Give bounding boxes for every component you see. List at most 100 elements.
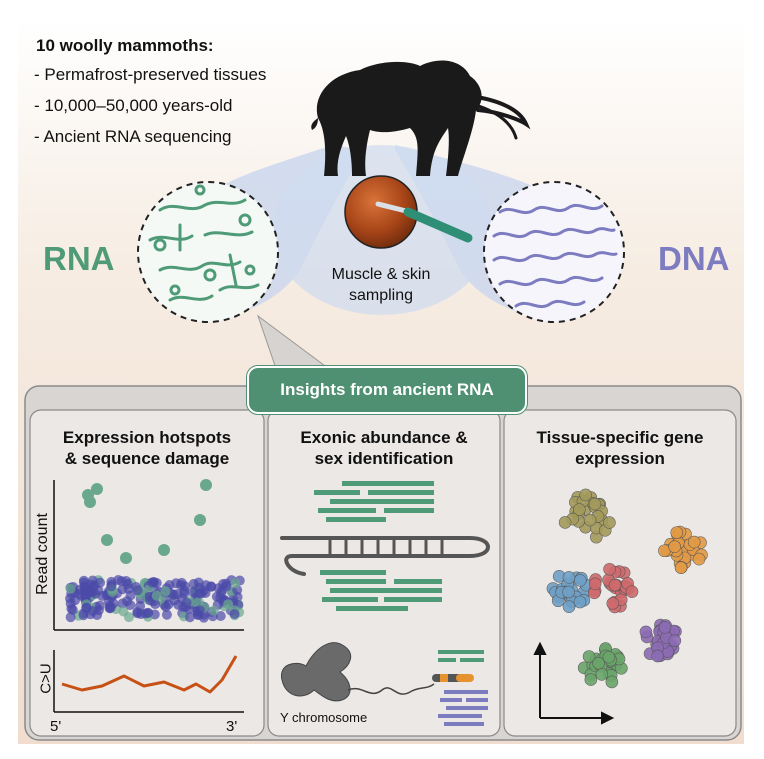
cluster-dot xyxy=(558,516,572,529)
panel-mid-title: Exonic abundance & sex identification xyxy=(268,427,500,469)
dna-label: DNA xyxy=(658,240,730,277)
panel-right-title-1: Tissue-specific gene xyxy=(536,428,704,447)
cluster-dot xyxy=(583,513,597,527)
cluster-dot xyxy=(562,571,576,584)
read-dot xyxy=(65,612,76,623)
cluster-dot xyxy=(606,597,620,610)
cluster-dot xyxy=(692,552,706,566)
read-dot xyxy=(132,608,143,619)
bullet-3: - Ancient RNA sequencing xyxy=(34,127,232,146)
cluster-dot xyxy=(592,656,605,670)
hotspot-dot xyxy=(158,544,170,556)
hotspot-dot xyxy=(91,483,103,495)
y-chromosome-caption: Y chromosome xyxy=(280,710,368,725)
rna-strands xyxy=(148,184,260,302)
panel-right-title-2: expression xyxy=(575,449,665,468)
read-dot xyxy=(85,586,96,597)
cluster-dot xyxy=(562,585,575,599)
read-dot xyxy=(76,590,87,601)
cluster-dot xyxy=(603,516,616,529)
embedding-axes xyxy=(533,641,615,725)
cluster-dot xyxy=(608,578,622,592)
panel-left-title-2: & sequence damage xyxy=(64,449,230,468)
read-count-label: Read count xyxy=(34,513,51,595)
cluster-dot xyxy=(674,561,688,574)
read-dot xyxy=(181,597,192,608)
cluster-dot xyxy=(588,577,602,591)
sampling-line-1: Muscle & skin xyxy=(331,266,431,283)
cluster-dot xyxy=(579,488,592,502)
read-dot xyxy=(161,609,172,620)
cluster-dot xyxy=(603,562,616,576)
exon-bars-bottom xyxy=(320,570,442,611)
read-dot xyxy=(125,590,136,601)
header-title: 10 woolly mammoths: xyxy=(36,36,214,55)
read-count-scatter xyxy=(65,479,245,623)
bullet-2: - 10,000–50,000 years-old xyxy=(34,96,233,115)
bullet-text: Ancient RNA sequencing xyxy=(43,127,232,146)
panel-mid-title-1: Exonic abundance & xyxy=(300,428,468,447)
read-dot xyxy=(163,599,174,610)
read-dot xyxy=(95,577,106,588)
cluster-dot xyxy=(584,673,598,686)
chromosome-thread xyxy=(347,683,435,695)
mammoth-icon xyxy=(311,60,531,176)
read-dot xyxy=(132,585,143,596)
cluster-dot xyxy=(605,675,619,689)
x-end-label: 3' xyxy=(226,718,238,735)
hairpin-transcript xyxy=(280,536,490,576)
hotspot-dot xyxy=(84,496,96,508)
read-dot xyxy=(106,581,117,592)
bullet-1: - Permafrost-preserved tissues xyxy=(34,65,267,84)
read-dot xyxy=(122,578,133,589)
hotspot-dot xyxy=(200,479,212,491)
tissue-clusters xyxy=(546,488,708,689)
cluster-dot xyxy=(602,650,616,664)
bullet-text: Permafrost-preserved tissues xyxy=(44,65,267,84)
panel-left-title: Expression hotspots & sequence damage xyxy=(30,427,264,469)
read-dot xyxy=(208,605,219,616)
rna-label: RNA xyxy=(43,240,115,277)
read-dot xyxy=(86,579,97,590)
sampling-label: Muscle & skin sampling xyxy=(314,264,448,306)
read-dot xyxy=(221,581,232,592)
cluster-dot xyxy=(670,526,684,539)
cu-label: C>U xyxy=(37,663,55,694)
read-dot xyxy=(103,596,114,607)
read-dot xyxy=(117,598,128,609)
read-dot xyxy=(173,599,184,610)
read-dot xyxy=(229,608,240,619)
hotspot-dot xyxy=(101,534,113,546)
sex-reads xyxy=(432,650,488,726)
read-dot xyxy=(223,599,234,610)
cluster-dot xyxy=(595,668,609,681)
read-dot xyxy=(81,602,92,613)
read-dot xyxy=(65,583,76,594)
scalpel-icon xyxy=(375,201,473,243)
read-dot xyxy=(93,585,104,596)
read-dot xyxy=(215,611,226,622)
read-dot xyxy=(200,580,211,591)
hairpin-rungs xyxy=(328,540,444,554)
cluster-dot xyxy=(562,600,576,614)
read-dot xyxy=(143,607,154,618)
cluster-dot xyxy=(658,621,672,634)
cu-line xyxy=(61,655,238,694)
insights-banner: Insights from ancient RNA xyxy=(247,366,527,414)
x-start-label: 5' xyxy=(50,718,62,735)
read-dot xyxy=(179,588,190,599)
cluster-dot xyxy=(668,540,681,554)
cluster-dot xyxy=(625,585,639,598)
cluster-dot xyxy=(668,634,682,647)
cluster-dot xyxy=(582,650,596,663)
panel-right-title: Tissue-specific gene expression xyxy=(504,427,736,469)
cluster-dot xyxy=(588,497,602,511)
cluster-dot xyxy=(573,574,587,587)
read-dot xyxy=(160,586,171,597)
read-dot xyxy=(213,583,224,594)
sampling-line-2: sampling xyxy=(348,287,414,304)
y-chromosome-icon xyxy=(280,642,352,702)
cluster-dot xyxy=(687,535,701,549)
read-dot xyxy=(113,575,124,586)
